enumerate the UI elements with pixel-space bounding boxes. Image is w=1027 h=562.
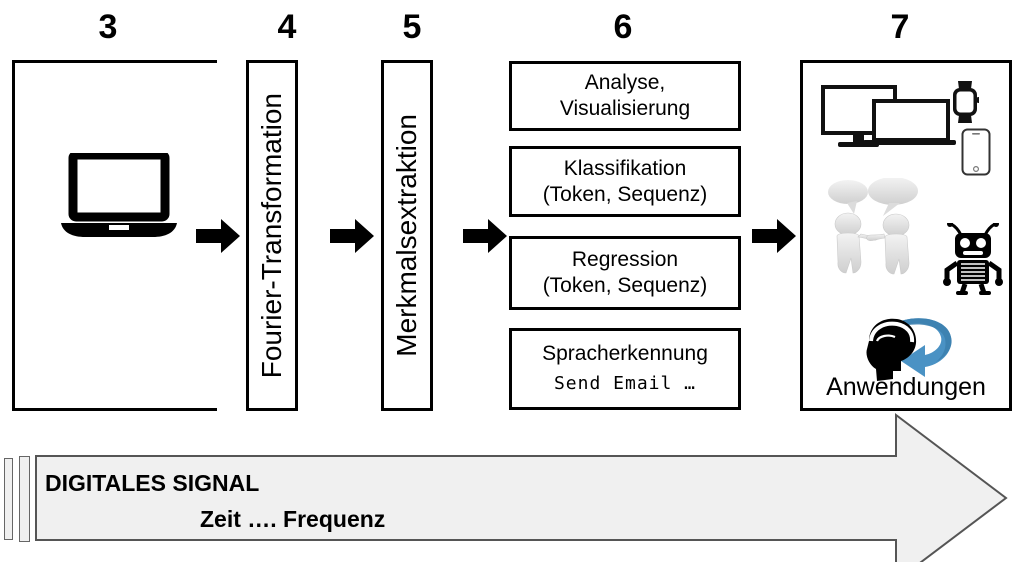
stage-number-7: 7 [890,8,910,46]
head-brain-cycle-icon [843,311,963,389]
monitor-icon [821,85,956,153]
banner-line-1: DIGITALES SIGNAL [45,470,260,496]
stage-7-panel: Anwendungen [800,60,1012,411]
speech-bubble-icon [828,177,918,216]
laptop-icon [59,150,179,238]
stage-6-box-command: Send Email … [553,373,697,394]
stage-number-3: 3 [98,8,118,46]
stage-6-box-regression[interactable]: Regression (Token, Sequenz) [509,236,741,310]
stage-6-box-spracherkennung[interactable]: Spracherkennung Send Email … [509,328,741,410]
smartwatch-icon [951,81,980,123]
stage-number-5: 5 [402,8,422,46]
flow-arrow-right [196,219,240,253]
signal-tick-bar-2 [19,456,30,542]
flow-arrow-right [463,219,507,253]
stage-7-caption: Anwendungen [826,373,986,401]
stage-3-panel [12,60,217,411]
stage-6-box-line1: Analyse, [584,71,666,94]
robot-icon [941,221,1005,295]
stage-6-box-line2: (Token, Sequenz) [542,182,708,206]
banner-line-2: Zeit …. Frequenz [200,506,386,532]
stage-6-box-line1: Spracherkennung [542,342,708,365]
smartphone-icon [961,128,991,176]
stage-4-panel: Fourier-Transformation [246,60,298,411]
stage-6-box-line2: (Token, Sequenz) [542,274,708,297]
flow-arrow-right [330,219,374,253]
stage-6-box-line2: Visualisierung [559,97,691,120]
stage-6-box-klassifikation[interactable]: Klassifikation (Token, Sequenz) [509,146,741,217]
stage-5-panel: Merkmalsextraktion [381,60,433,411]
stage-6-box-line1: Regression [571,248,679,271]
stage-number-4: 4 [277,8,297,46]
two-people-talking-icon [821,177,941,276]
flow-arrow-right [752,219,796,253]
stage-number-6: 6 [613,8,633,46]
stage-6-box-line1: Klassifikation [563,156,687,180]
signal-tick-bar-1 [4,458,13,540]
stage-6-box-analyse[interactable]: Analyse, Visualisierung [509,61,741,131]
